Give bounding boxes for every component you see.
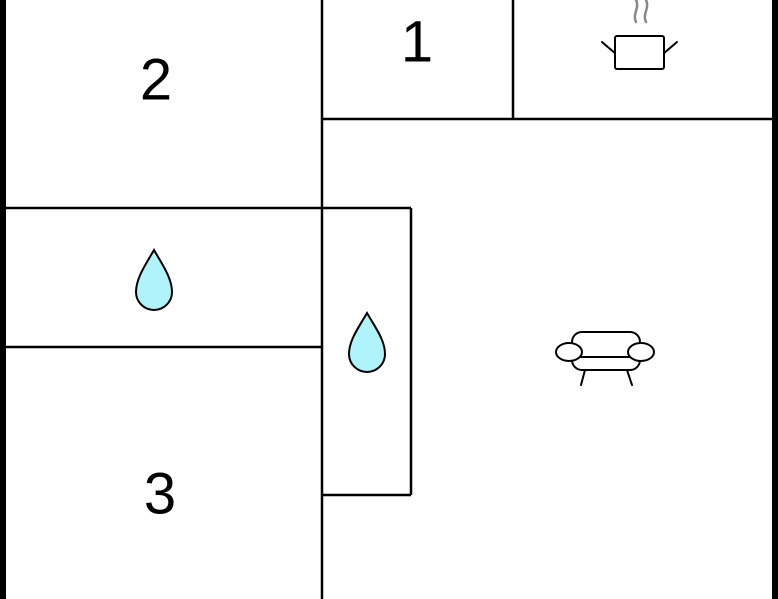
water-drop-icon <box>347 310 387 373</box>
room-1-label: 1 <box>401 10 433 75</box>
outer-wall-left <box>0 0 6 599</box>
interior-walls <box>6 0 772 599</box>
room-3-label: 3 <box>144 462 176 527</box>
water-drop-icon <box>134 247 174 311</box>
room-2-label: 2 <box>140 48 172 113</box>
sofa-icon <box>555 331 655 386</box>
cooking-pot-icon <box>601 0 678 70</box>
outer-wall-right <box>772 0 778 599</box>
